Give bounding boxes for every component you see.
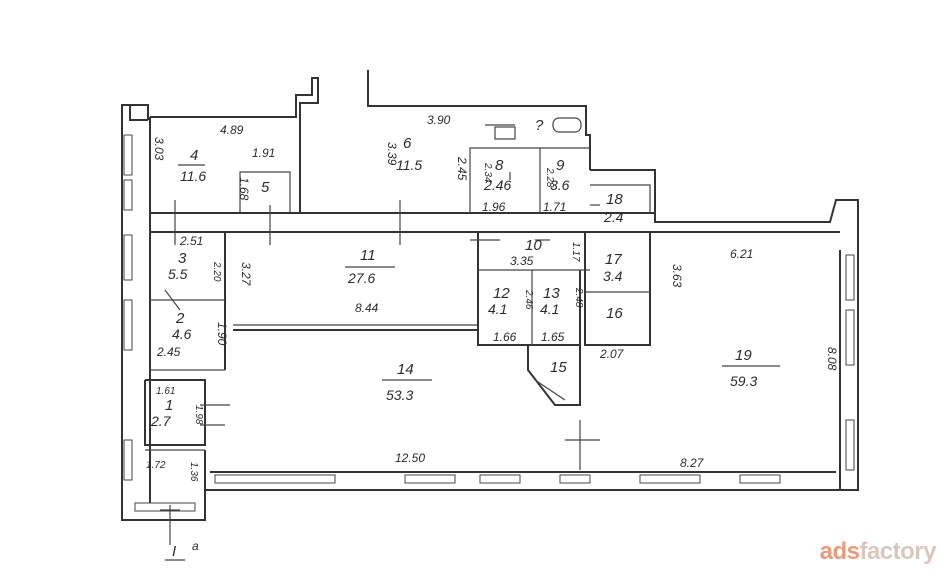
room-3-area: 5.5 [168,266,188,282]
room-6-area: 11.5 [396,157,422,173]
dim-label: 1.66 [493,330,517,344]
dim-label: 12.50 [395,451,425,465]
room-1-number: 1 [165,397,173,414]
room-1-area: 2.7 [150,413,172,429]
dim-label: 1.61 [156,386,175,397]
dim-label: 2.07 [599,347,625,361]
dim-label: 1.91 [252,146,275,160]
watermark: adsfactory [819,538,937,566]
room-17-area: 3.4 [603,268,623,284]
entrance-label-sup: a [192,539,199,553]
dim-label: 2.46 [523,289,534,310]
room-19-area: 59.3 [730,373,757,389]
interior-walls [144,124,840,545]
room-16-number: 16 [606,305,623,322]
watermark-ads: ads [819,538,860,565]
dim-label: 2.20 [211,261,222,282]
dim-label: 2.45 [455,156,469,181]
room-13-number: 13 [543,285,560,302]
dim-label: 1.96 [482,200,506,214]
room-12-number: 12 [493,285,510,302]
room-labels: 4 11.6 5 6 11.5 8 2.46 9 3.6 18 2.4 3 5.… [150,135,780,429]
dim-label: 1.90 [215,322,229,346]
entrance-label: I [172,543,176,560]
dim-label: 1.68 [237,177,251,201]
dim-label: 2.45 [156,345,181,359]
room-4-area: 11.6 [180,168,206,184]
room-9-number: 9 [556,157,565,174]
room-2-area: 4.6 [172,326,192,342]
dim-label: 3.39 [385,142,399,166]
dim-label: 2.51 [179,234,203,248]
dim-label: 8.44 [355,301,379,315]
dim-label: 6.21 [730,247,753,261]
dimension-labels: 3.03 4.89 1.91 1.68 3.39 3.90 2.45 2.34 … [146,113,839,482]
room-10-number: 10 [525,237,542,254]
room-12-area: 4.1 [488,301,507,317]
room-8-number: 8 [495,157,504,174]
dim-label: 2.28 [544,167,555,188]
dim-label: 1.17 [570,242,581,262]
dim-label: 2.34 [482,162,493,183]
dim-label: 3.63 [670,264,684,288]
dim-label: 2.48 [573,287,584,308]
dim-label: 1.36 [188,462,199,482]
room-4-number: 4 [190,147,198,164]
room-11-number: 11 [360,247,376,264]
outer-walls [121,70,859,521]
dim-label: 3.35 [510,254,534,268]
room-6-number: 6 [403,135,412,152]
room-3-number: 3 [178,250,187,267]
dim-label: 1.98 [193,405,204,425]
dim-label: 1.65 [541,330,565,344]
room-8-area: 2.46 [483,177,511,193]
room-14-area: 53.3 [386,387,413,403]
dim-label: 3.90 [427,113,451,127]
room-18-area: 2.4 [603,209,624,225]
room-19-number: 19 [735,347,752,364]
dim-label: 1.71 [543,200,566,214]
room-5-number: 5 [261,179,270,196]
dim-label: 8.08 [825,347,839,371]
dim-label: 4.89 [220,123,244,137]
room-18-number: 18 [606,191,623,208]
room-2-number: 2 [175,310,185,327]
dim-label: 3.03 [152,137,166,161]
room-11-area: 27.6 [347,270,375,286]
room-13-area: 4.1 [540,301,559,317]
dim-label: 1.72 [146,460,166,471]
room-14-number: 14 [397,361,414,378]
room-17-number: 17 [605,251,622,268]
symbols: ? I a [165,117,544,561]
windows [123,134,855,512]
room-15-number: 15 [550,359,567,376]
room-9-area: 3.6 [550,177,570,193]
watermark-factory: factory [859,538,936,565]
dim-label: 8.27 [680,456,705,470]
question-mark: ? [535,117,544,134]
dim-label: 3.27 [239,262,253,287]
